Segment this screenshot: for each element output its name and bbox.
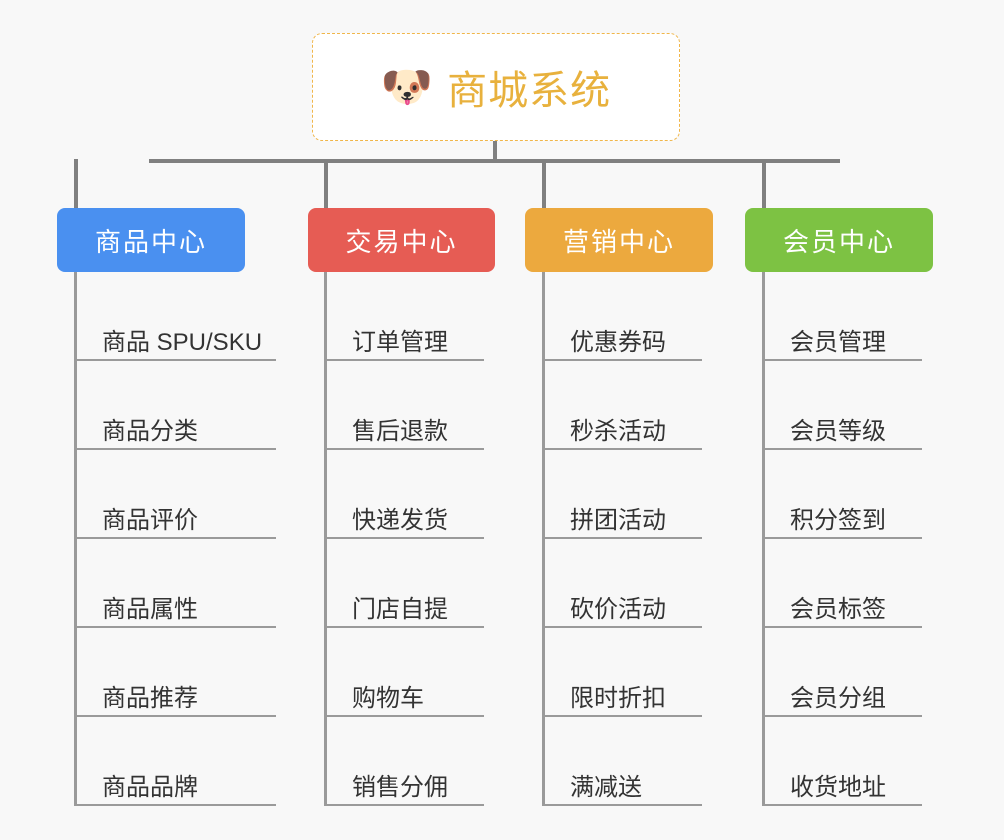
branch-header-label: 商品中心 [94,226,207,257]
leaf-item[interactable]: 订单管理 [324,272,484,361]
leaf-item-label: 收货地址 [790,773,886,801]
leaf-item-label: 砍价活动 [570,595,666,623]
leaf-item-label: 商品推荐 [102,684,198,712]
leaf-item[interactable]: 门店自提 [324,539,484,628]
leaf-item[interactable]: 商品评价 [74,450,276,539]
leaf-item[interactable]: 商品分类 [74,361,276,450]
leaf-item[interactable]: 会员分组 [762,628,922,717]
leaf-item-label: 订单管理 [352,328,448,356]
leaf-item[interactable]: 秒杀活动 [542,361,702,450]
leaf-item[interactable]: 优惠券码 [542,272,702,361]
dog-face-icon: 🐶 [380,63,434,110]
branch-drop-connector [762,159,766,208]
leaf-item[interactable]: 积分签到 [762,450,922,539]
leaf-item-label: 积分签到 [790,506,886,534]
leaf-item-label: 拼团活动 [570,506,666,534]
leaf-item-label: 门店自提 [352,595,448,623]
leaf-item-label: 商品分类 [102,417,198,445]
branch-header-label: 会员中心 [782,226,895,257]
leaf-item[interactable]: 商品推荐 [74,628,276,717]
leaf-item-label: 快递发货 [352,506,448,534]
leaf-item-label: 商品评价 [102,506,198,534]
leaf-item-label: 优惠券码 [570,328,666,356]
leaf-item[interactable]: 收货地址 [762,717,922,806]
leaf-item[interactable]: 会员管理 [762,272,922,361]
leaf-item[interactable]: 限时折扣 [542,628,702,717]
leaf-item-label: 会员分组 [790,684,886,712]
leaf-item[interactable]: 满减送 [542,717,702,806]
root-stem-connector [493,141,497,163]
root-title: 商城系统 [447,69,612,113]
leaf-item-label: 秒杀活动 [570,417,666,445]
leaf-item-label: 购物车 [352,684,424,712]
branch-bus-connector [149,159,840,163]
branch-header-label: 交易中心 [345,226,458,257]
branch-drop-connector [74,159,78,208]
leaf-item-label: 会员管理 [790,328,886,356]
leaf-item[interactable]: 销售分佣 [324,717,484,806]
leaf-item[interactable]: 商品品牌 [74,717,276,806]
leaf-item-label: 会员标签 [790,595,886,623]
branch-drop-connector [324,159,328,208]
leaf-item-label: 限时折扣 [570,684,666,712]
leaf-item[interactable]: 购物车 [324,628,484,717]
leaf-item[interactable]: 会员标签 [762,539,922,628]
leaf-item[interactable]: 会员等级 [762,361,922,450]
leaf-item-label: 销售分佣 [352,773,448,801]
leaf-item-label: 商品品牌 [102,773,198,801]
branch-spine [324,272,327,806]
branch-spine [74,272,77,806]
branch-header-3[interactable]: 营销中心 [525,208,713,272]
branch-spine [762,272,765,806]
branch-header-4[interactable]: 会员中心 [745,208,933,272]
leaf-item[interactable]: 砍价活动 [542,539,702,628]
branch-header-label: 营销中心 [562,226,675,257]
leaf-item-label: 售后退款 [352,417,448,445]
leaf-item[interactable]: 快递发货 [324,450,484,539]
leaf-item[interactable]: 拼团活动 [542,450,702,539]
leaf-item[interactable]: 售后退款 [324,361,484,450]
leaf-item[interactable]: 商品 SPU/SKU [74,272,276,361]
leaf-item-label: 会员等级 [790,417,886,445]
branch-header-2[interactable]: 交易中心 [308,208,495,272]
leaf-item-label: 商品 SPU/SKU [102,328,263,356]
root-node[interactable]: 🐶 商城系统 [312,33,680,141]
branch-drop-connector [542,159,546,208]
branch-header-1[interactable]: 商品中心 [57,208,245,272]
leaf-item-label: 满减送 [570,773,642,801]
branch-spine [542,272,545,806]
leaf-item[interactable]: 商品属性 [74,539,276,628]
leaf-item-label: 商品属性 [102,595,198,623]
